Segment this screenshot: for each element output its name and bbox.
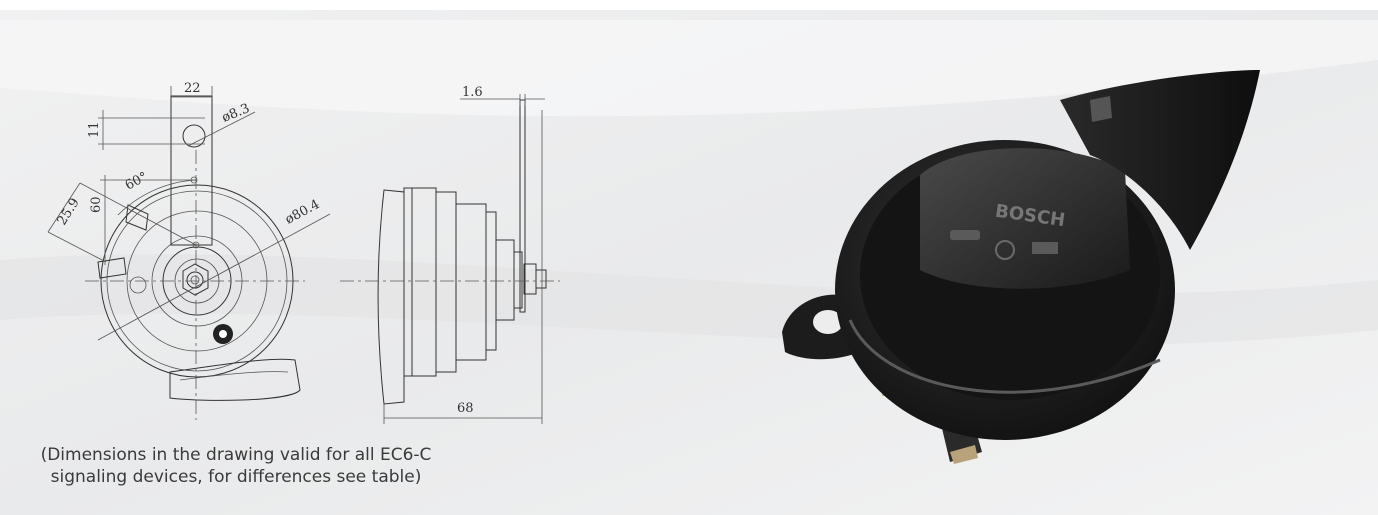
- dim-top-label: 11: [87, 121, 102, 138]
- caption-line-1: (Dimensions in the drawing valid for all…: [40, 445, 432, 465]
- dim-width-label: 22: [184, 81, 201, 96]
- dim-angle-label: 60°: [123, 169, 150, 193]
- dim-body-diameter-label: ø80.4: [283, 197, 323, 228]
- dim-offset-label: 25.9: [55, 196, 83, 229]
- drawing-caption: (Dimensions in the drawing valid for all…: [6, 444, 466, 488]
- horn-product-photo: BOSCH: [782, 70, 1260, 464]
- dim-height-label: 60: [89, 196, 104, 213]
- dim-depth-label: 68: [457, 401, 474, 416]
- dimension-drawing: 22 11 ø8.3 60° 25.9 60 ø80.4: [47, 81, 560, 424]
- side-view: 1.6 68: [340, 85, 560, 424]
- caption-line-2: signaling devices, for differences see t…: [50, 467, 422, 487]
- front-view: 22 11 ø8.3 60° 25.9 60 ø80.4: [47, 81, 331, 420]
- dim-thickness-label: 1.6: [462, 85, 483, 100]
